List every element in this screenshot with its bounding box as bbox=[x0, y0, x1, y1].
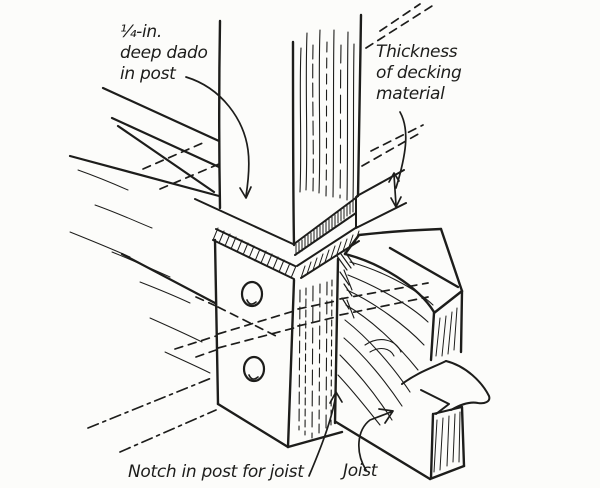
post-upper bbox=[218, 13, 363, 247]
thickness-dimension-arrow bbox=[388, 172, 402, 208]
deck-boards-left bbox=[68, 86, 221, 305]
post-upper-grain bbox=[299, 29, 355, 202]
joist-end-break bbox=[401, 360, 491, 415]
leader-decking-thickness bbox=[395, 111, 407, 189]
post-lower-grain bbox=[298, 279, 333, 439]
dado-end-grain-hatch bbox=[295, 198, 357, 256]
hidden-dashed-lines bbox=[142, 3, 433, 358]
post-bolt-panel bbox=[213, 238, 344, 449]
lag-bolt-top bbox=[240, 280, 264, 308]
deck-board-grain bbox=[69, 169, 211, 374]
label-dado-annotation: ¼-in. deep dado in post bbox=[120, 22, 208, 84]
leader-notch bbox=[308, 391, 343, 477]
label-notch-annotation: Notch in post for joist bbox=[128, 462, 304, 482]
notch-corner-shading bbox=[336, 251, 355, 310]
label-decking-thickness-annotation: Thickness of decking material bbox=[376, 42, 462, 104]
leader-joist bbox=[358, 408, 394, 471]
label-joist-annotation: Joist bbox=[343, 461, 378, 481]
hidden-dash-dot-lines bbox=[87, 376, 217, 453]
joist-face-grain bbox=[337, 261, 434, 426]
joist-end-grain bbox=[433, 307, 461, 473]
lag-bolt-bottom bbox=[242, 355, 266, 383]
leader-dado bbox=[185, 76, 252, 199]
joist-outline bbox=[334, 227, 466, 481]
dado-shoulder-hatch bbox=[212, 227, 360, 279]
